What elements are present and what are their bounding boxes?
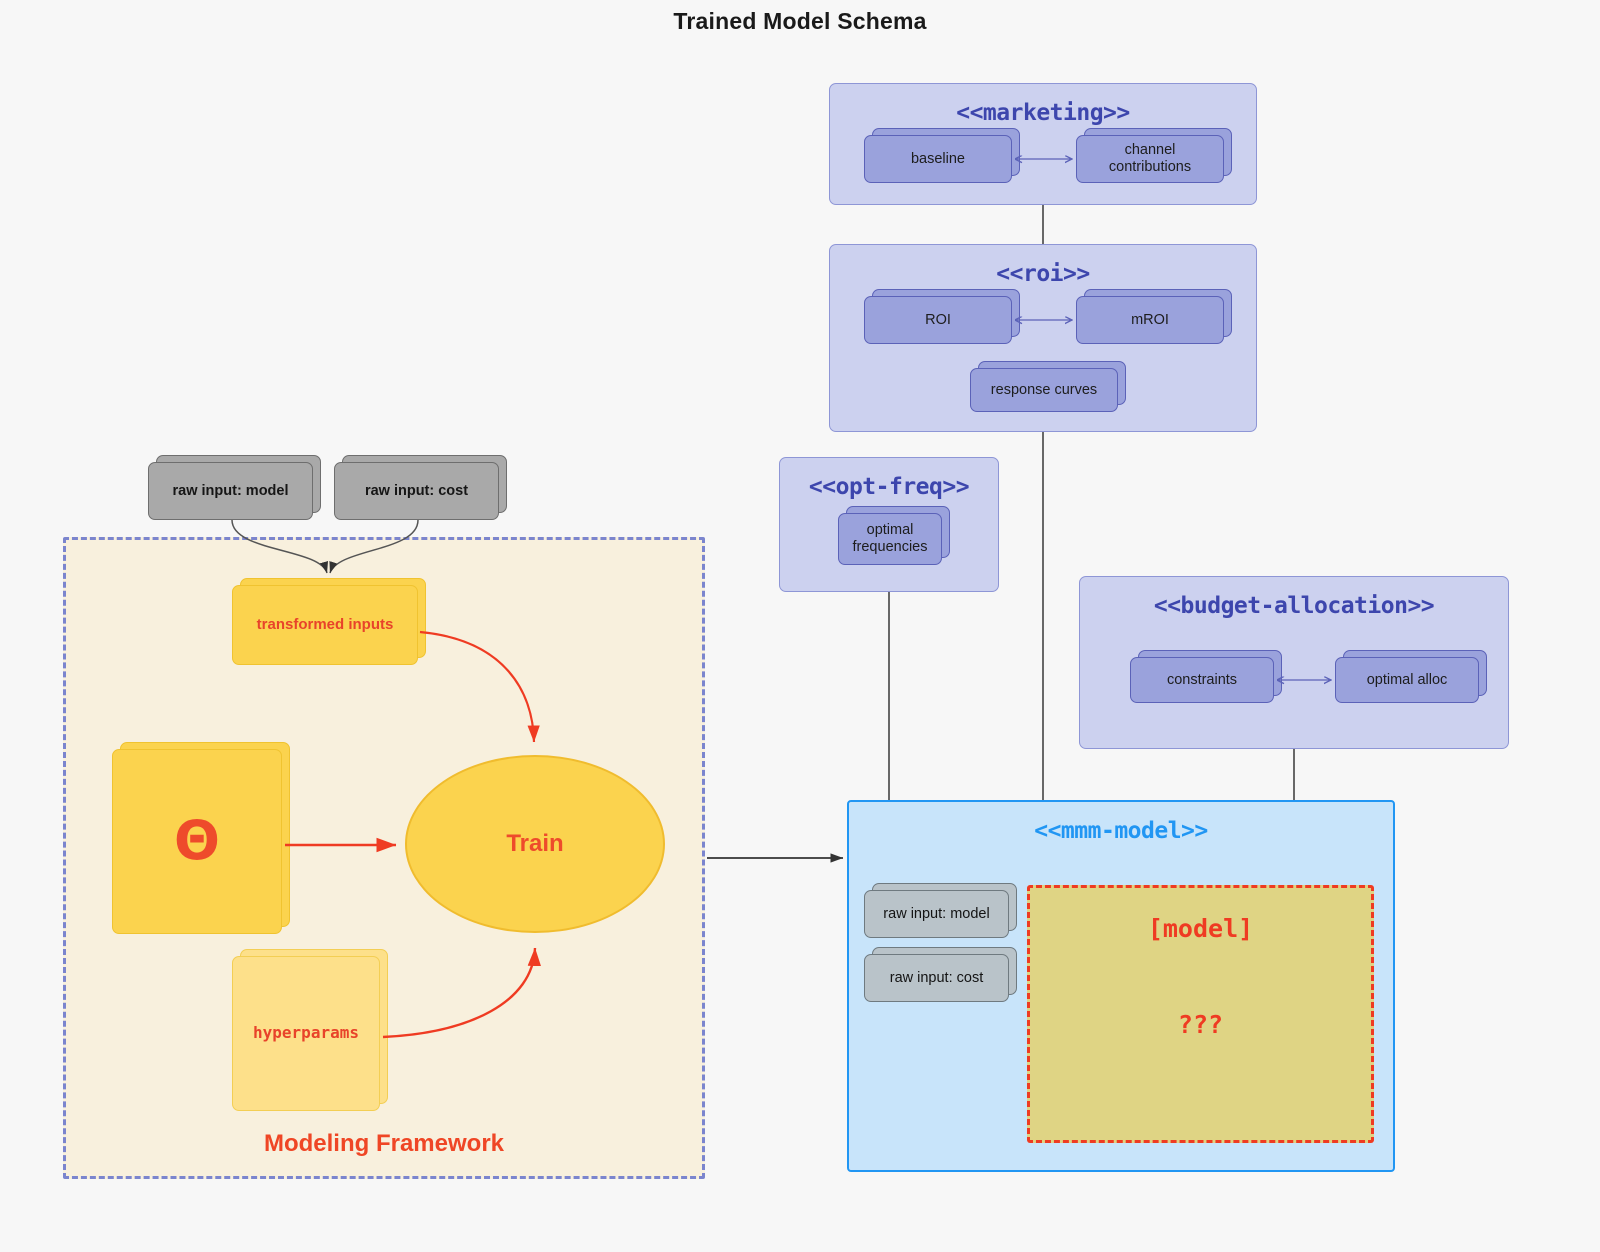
package-opt-freq[interactable]: <<opt-freq>> optimal frequencies — [779, 457, 999, 592]
node-channel-contributions[interactable]: channel contributions — [1076, 128, 1232, 183]
node-face — [232, 585, 418, 665]
node-label: optimal frequencies — [852, 522, 928, 555]
node-roi[interactable]: ROI — [864, 289, 1020, 344]
train-label: Train — [506, 830, 564, 857]
node-mroi[interactable]: mROI — [1076, 289, 1232, 344]
node-face — [334, 462, 499, 520]
node-hyperparams[interactable]: hyperparams — [232, 949, 388, 1111]
node-face — [1076, 296, 1224, 344]
node-face — [864, 135, 1012, 183]
train-ellipse[interactable]: Train — [405, 755, 665, 933]
package-roi[interactable]: <<roi>> ROI mROI response curves — [829, 244, 1257, 432]
node-label: optimal alloc — [1366, 671, 1448, 688]
node-label: raw input: model — [172, 482, 289, 499]
node-mmm-raw-input-model[interactable]: raw input: model — [864, 883, 1017, 938]
node-label: constraints — [1166, 671, 1238, 688]
node-face — [864, 296, 1012, 344]
node-label: raw input: cost — [889, 969, 984, 986]
node-optimal-frequencies[interactable]: optimal frequencies — [838, 506, 950, 565]
node-face — [864, 954, 1009, 1002]
node-label: transformed inputs — [256, 616, 394, 634]
node-label: response curves — [990, 381, 1098, 398]
package-mmm-model[interactable]: <<mmm-model>> raw input: model raw input… — [847, 800, 1395, 1172]
node-label: raw input: model — [883, 905, 990, 922]
node-face — [112, 749, 282, 934]
node-label: baseline — [910, 150, 965, 167]
modeling-framework-label: Modeling Framework — [263, 1130, 505, 1157]
node-face — [1130, 657, 1274, 703]
node-raw-input-cost[interactable]: raw input: cost — [334, 455, 507, 520]
package-marketing-title: <<marketing>> — [956, 100, 1130, 126]
node-label: raw input: cost — [364, 482, 469, 499]
node-label: channel contributions — [1108, 142, 1192, 175]
package-opt-freq-title: <<opt-freq>> — [808, 474, 970, 500]
node-face — [838, 513, 942, 565]
node-label: mROI — [1131, 311, 1169, 328]
node-mmm-raw-input-cost[interactable]: raw input: cost — [864, 947, 1017, 1002]
package-mmm-model-title: <<mmm-model>> — [1034, 818, 1208, 844]
page-title: Trained Model Schema — [673, 8, 927, 34]
node-theta[interactable]: Θ — [112, 742, 290, 934]
node-optimal-alloc[interactable]: optimal alloc — [1335, 650, 1487, 703]
model-placeholder-box[interactable]: [model] ??? — [1027, 885, 1374, 1143]
package-budget-allocation[interactable]: <<budget-allocation>> constraints optima… — [1079, 576, 1509, 749]
node-face — [148, 462, 313, 520]
node-face — [232, 956, 380, 1111]
node-face — [970, 368, 1118, 412]
node-face — [864, 890, 1009, 938]
node-baseline[interactable]: baseline — [864, 128, 1020, 183]
node-label: hyperparams — [253, 1023, 359, 1043]
package-budget-allocation-title: <<budget-allocation>> — [1153, 593, 1435, 619]
node-label: Θ — [174, 809, 220, 873]
package-marketing[interactable]: <<marketing>> baseline channel contribut… — [829, 83, 1257, 205]
node-raw-input-model[interactable]: raw input: model — [148, 455, 321, 520]
node-label: ROI — [925, 311, 951, 328]
package-roi-title: <<roi>> — [996, 261, 1090, 287]
node-transformed-inputs[interactable]: transformed inputs — [232, 578, 426, 665]
node-response-curves[interactable]: response curves — [970, 361, 1126, 412]
node-constraints[interactable]: constraints — [1130, 650, 1282, 703]
node-face — [1076, 135, 1224, 183]
model-placeholder-line2: ??? — [1177, 1010, 1224, 1039]
node-face — [1335, 657, 1479, 703]
model-placeholder-line1: [model] — [1147, 914, 1254, 943]
